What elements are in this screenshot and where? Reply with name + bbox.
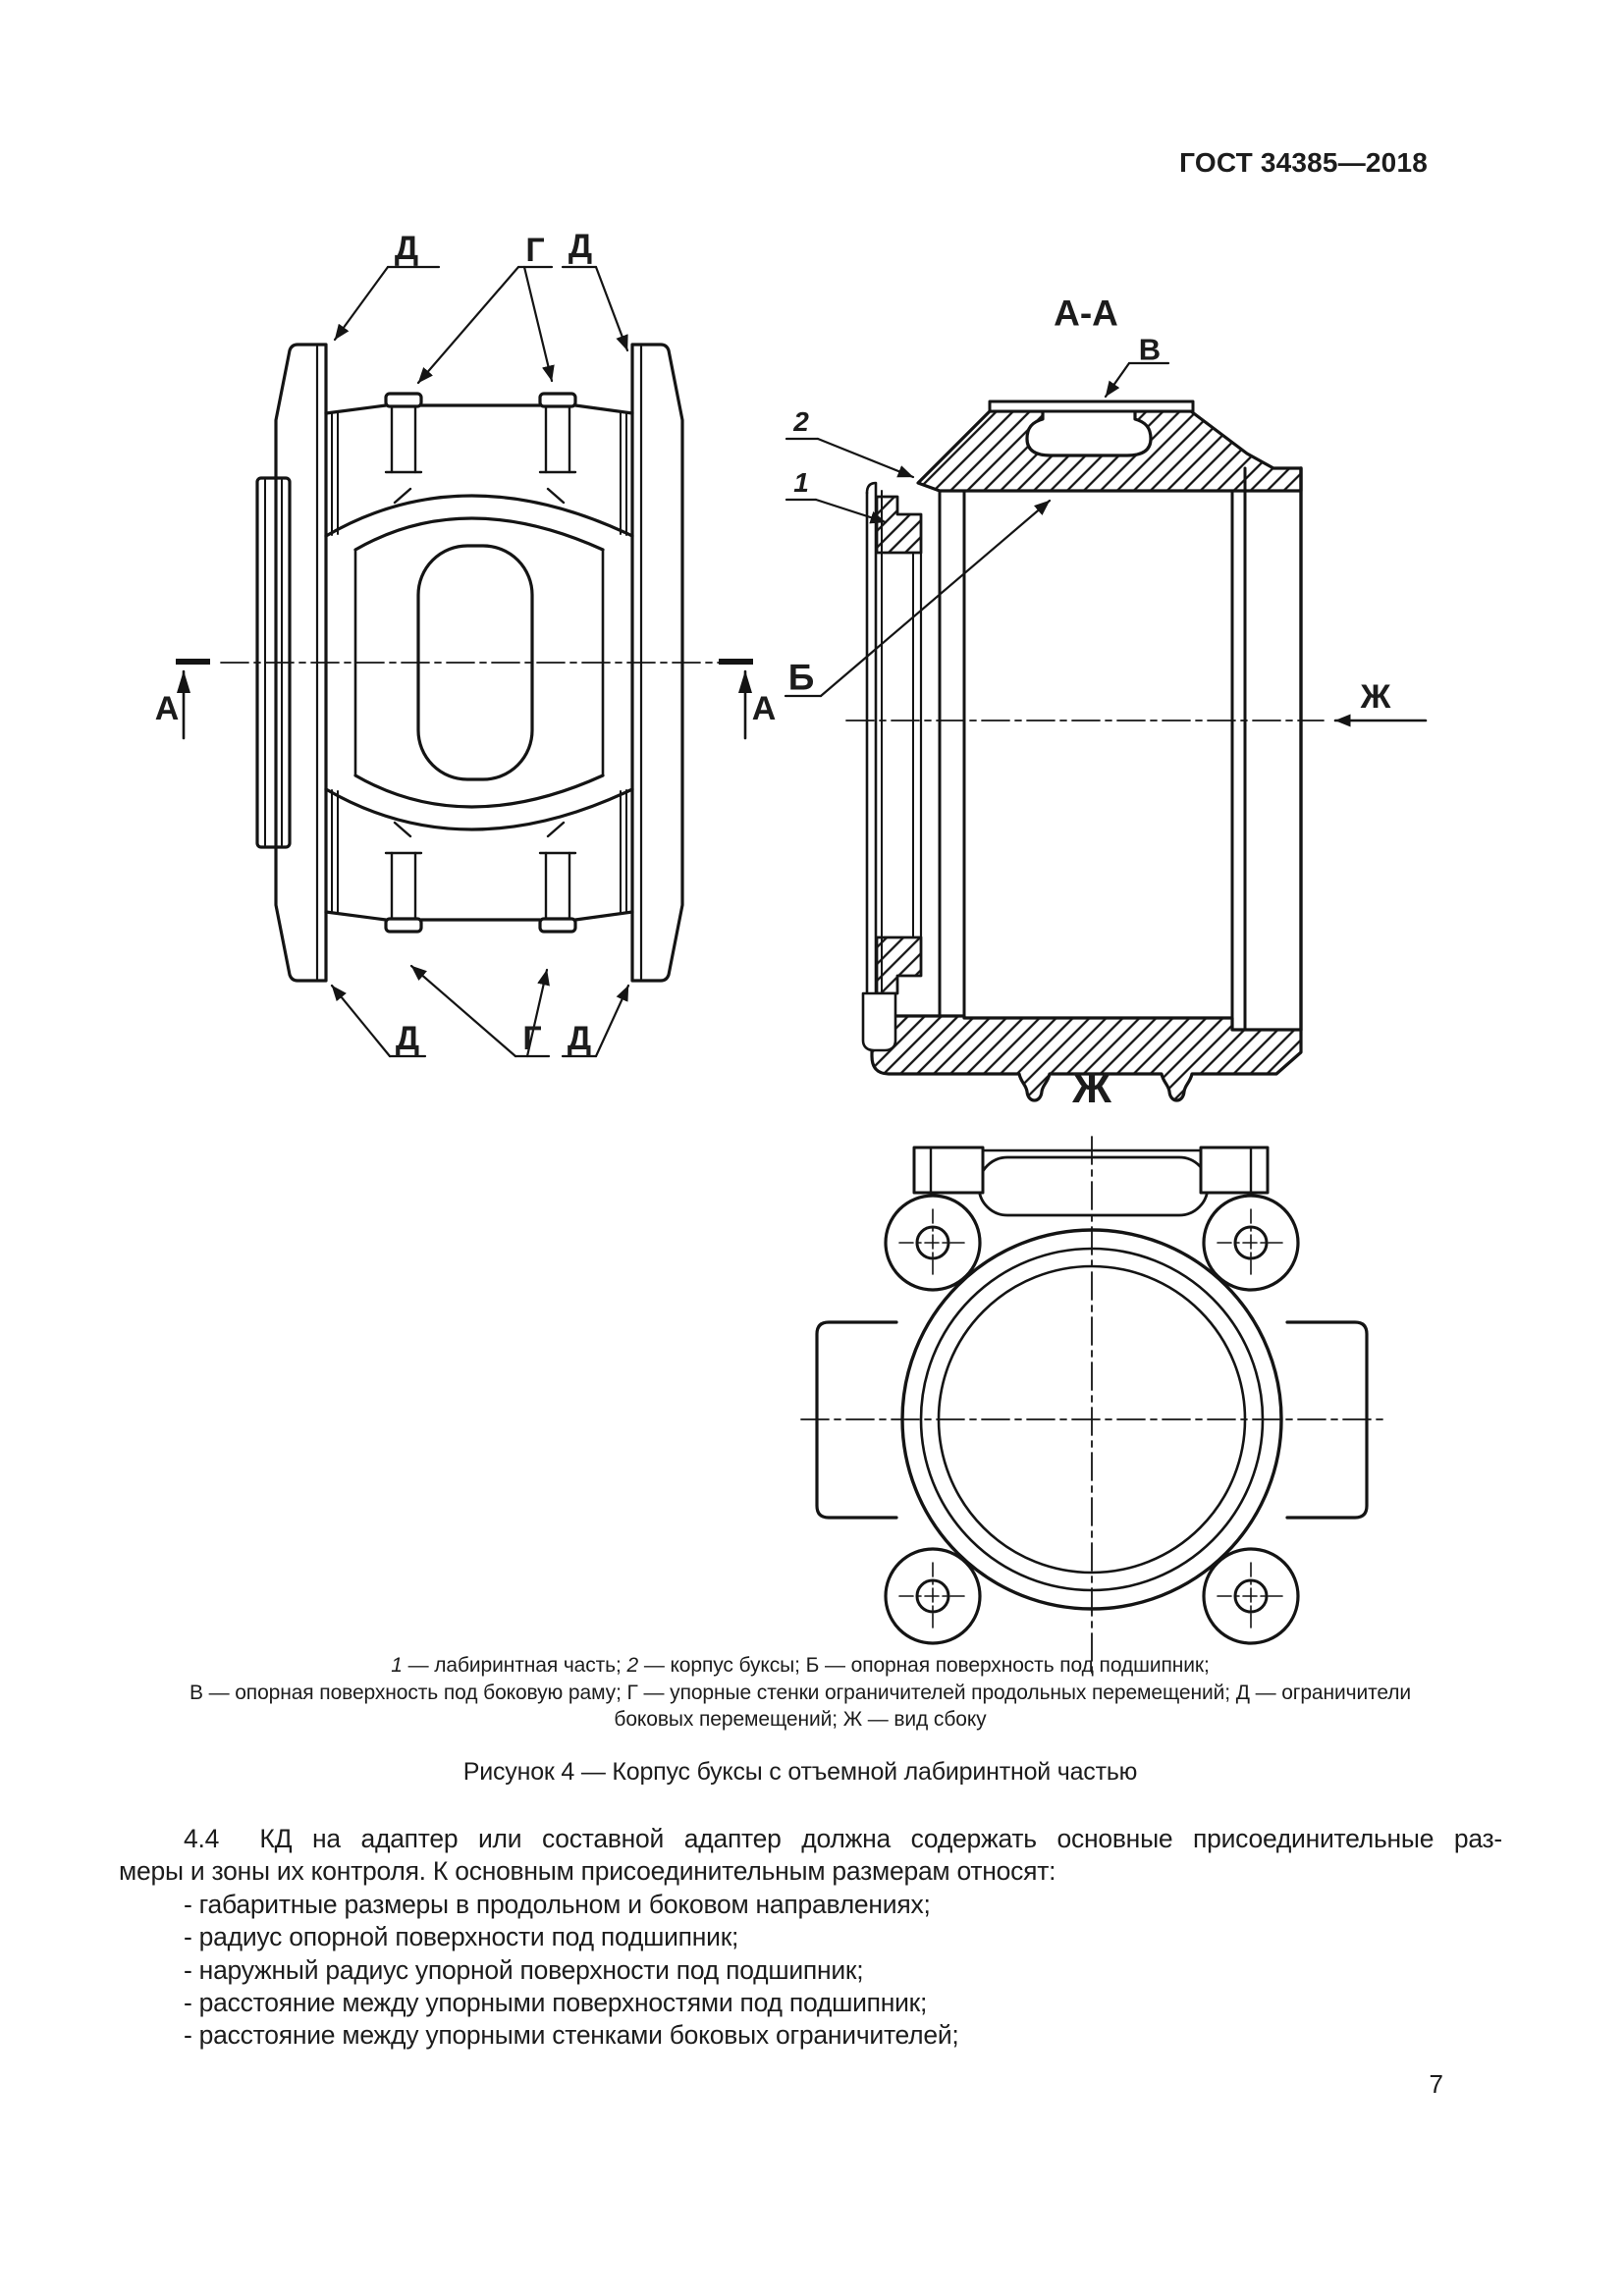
section-label-b: Б [787, 657, 815, 698]
figure-legend-line-1: 1 — лабиринтная часть; 2 — корпус буксы;… [391, 1654, 1210, 1677]
standard-designation: ГОСТ 34385—2018 [1179, 147, 1428, 178]
front-view-label-g-bottom: Г [522, 1020, 542, 1057]
front-view-label-g-top: Г [525, 232, 545, 269]
body-line: меры и зоны их контроля. К основным прис… [119, 1856, 1056, 1887]
figure-title: Рисунок 4 — Корпус буксы с отъемной лаби… [462, 1758, 1138, 1786]
page-number: 7 [1429, 2069, 1443, 2099]
section-label-v: В [1138, 332, 1162, 367]
figure-legend-line-3: боковых перемещений; Ж — вид сбоку [614, 1708, 987, 1731]
side-view-title: Ж [1072, 1064, 1111, 1112]
section-marker-letter-left: А [154, 690, 180, 727]
section-label-zh-arrow: Ж [1360, 678, 1391, 716]
body-line: - габаритные размеры в продольном и боко… [184, 1889, 931, 1919]
front-view-label-d-bottom-right: Д [567, 1020, 592, 1057]
side-view-drawing [800, 1136, 1383, 1674]
section-4-4-paragraph: 4.4 КД на адаптер или составной адаптер … [119, 1823, 1502, 2053]
body-line: - расстояние между упорными поверхностям… [184, 1988, 928, 2018]
figure-legend-line-2: В — опорная поверхность под боковую раму… [189, 1682, 1412, 1704]
section-marker-letter-right: А [751, 690, 777, 727]
legend-num-2: 2 [626, 1654, 639, 1677]
front-view-drawing [176, 265, 753, 1058]
legend-num-1: 1 [391, 1654, 403, 1677]
section-view-title: А-А [1054, 293, 1118, 334]
front-view-label-d-top-right: Д [568, 228, 593, 265]
section-view-drawing [784, 361, 1428, 1102]
body-line: - расстояние между упорными стенками бок… [184, 2020, 959, 2051]
body-line: 4.4 КД на адаптер или составной адаптер … [184, 1824, 1502, 1853]
body-line: - радиус опорной поверхности под подшипн… [184, 1922, 739, 1952]
front-view-label-d-top-left: Д [394, 230, 419, 267]
front-view-label-d-bottom-left: Д [395, 1020, 420, 1057]
section-label-1-labyrinth: 1 [793, 467, 809, 498]
section-label-2-housing: 2 [793, 406, 809, 437]
body-line: - наружный радиус упорной поверхности по… [184, 1954, 864, 1985]
